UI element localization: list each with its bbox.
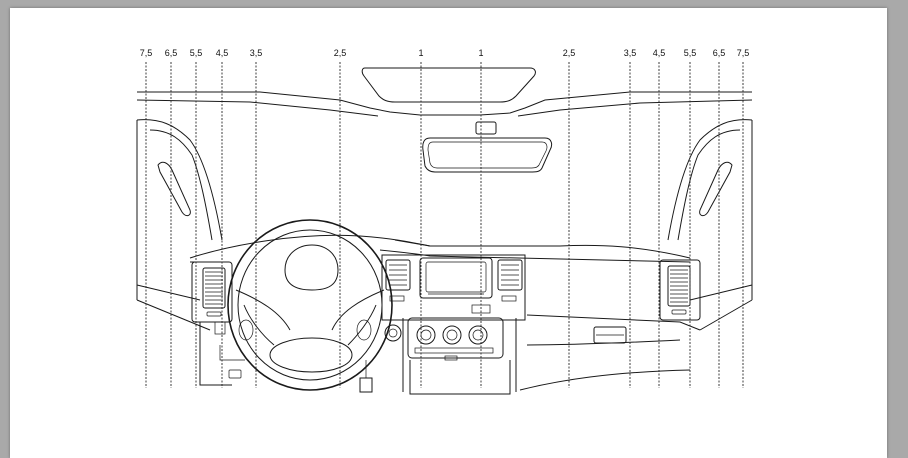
gauge-label-right-8: 2,5	[563, 48, 576, 58]
gauge-label-left-1: 6,5	[165, 48, 178, 58]
steering-wheel	[227, 219, 393, 391]
rearview-mirror	[422, 121, 553, 173]
overhead-console	[361, 67, 536, 103]
gauge-label-right-12: 6,5	[713, 48, 726, 58]
gauge-label-right-11: 5,5	[684, 48, 697, 58]
drawing-page: 7,5 6,5 5,5 4,5 3,5 2,5 1 1 2,5 3,5 4,5 5,5 6,5 7,5	[10, 8, 887, 458]
gauge-label-left-3: 4,5	[216, 48, 229, 58]
gauge-label-right-10: 4,5	[653, 48, 666, 58]
gauge-label-left-4: 3,5	[250, 48, 263, 58]
gauge-label-left-2: 5,5	[190, 48, 203, 58]
gauge-label-left-6: 1	[418, 48, 423, 58]
center-stack	[381, 254, 526, 395]
gauge-label-right-9: 3,5	[624, 48, 637, 58]
windshield-outline	[136, 91, 753, 331]
dashboard-diagram: 7,5 6,5 5,5 4,5 3,5 2,5 1 1 2,5 3,5 4,5 5,5 6,5 7,5	[136, 48, 753, 395]
gauge-label-right-13: 7,5	[737, 48, 750, 58]
passenger-dashboard	[519, 314, 701, 391]
gauge-lines: 7,5 6,5 5,5 4,5 3,5 2,5 1 1 2,5 3,5 4,5 5,5 6,5 7,5	[140, 48, 750, 388]
gauge-label-left-0: 7,5	[140, 48, 153, 58]
right-air-vent	[659, 259, 701, 321]
left-air-vent	[191, 261, 233, 323]
left-lower-panel	[199, 321, 373, 393]
gauge-label-right-7: 1	[478, 48, 483, 58]
gauge-label-left-5: 2,5	[334, 48, 347, 58]
